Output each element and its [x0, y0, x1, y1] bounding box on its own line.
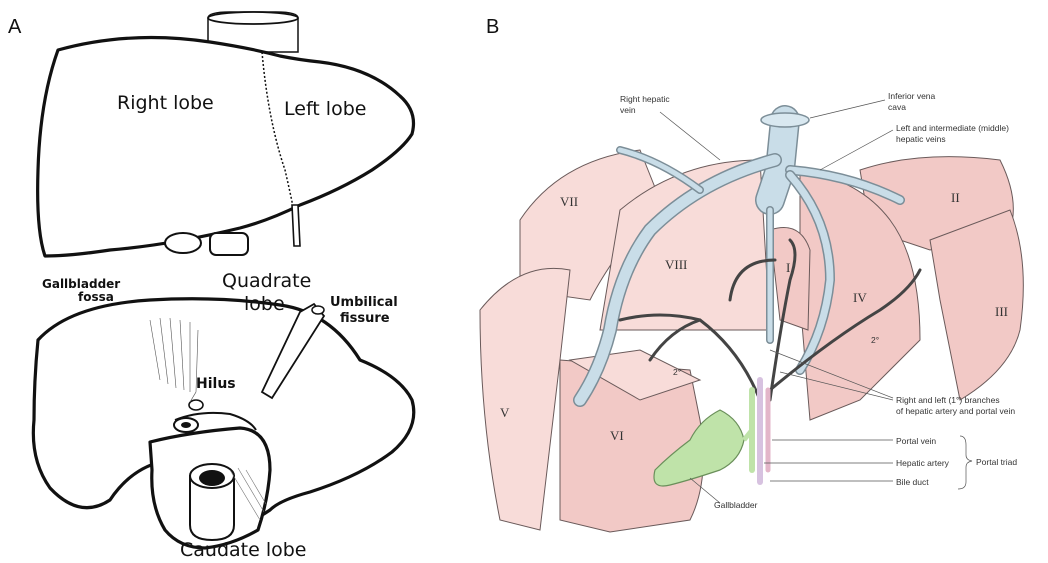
secondary-mark-left: 2°	[673, 367, 681, 377]
liver-visceral-view: Gallbladder fossa Quadrate lobe Umbilica…	[33, 270, 413, 561]
segment-label-iii: III	[995, 304, 1008, 319]
label-portal-triad: Portal triad	[976, 457, 1017, 467]
liver-segments-diagram: II III IV I VIII VII V VI 2° 2°	[480, 113, 1023, 532]
ligamentum-teres	[292, 205, 300, 246]
segment-vi-shape	[480, 268, 570, 530]
secondary-mark-right: 2°	[871, 335, 879, 345]
liver-anterior-view: Right lobe Left lobe	[38, 12, 414, 256]
label-left-intermediate-2: hepatic veins	[896, 134, 946, 144]
label-branches-2: of hepatic artery and portal vein	[896, 406, 1015, 416]
label-ivc-1: Inferior vena	[888, 91, 936, 101]
ivc-visceral	[190, 464, 234, 540]
segment-label-v: VI	[610, 428, 624, 443]
label-hilus: Hilus	[196, 376, 236, 392]
label-quadrate-1: Quadrate	[222, 270, 311, 292]
ivc-opening	[208, 12, 298, 24]
portal-triad-trunk	[752, 380, 768, 482]
label-right-hepatic-vein-1: Right hepatic	[620, 94, 670, 104]
liver-outline-anterior	[38, 38, 414, 257]
segment-label-viii: VIII	[665, 257, 687, 272]
label-ivc-2: cava	[888, 102, 906, 112]
panel-a-letter: A	[8, 16, 22, 38]
label-portal-vein: Portal vein	[896, 436, 936, 446]
segment-label-iv: IV	[853, 290, 867, 305]
label-left-intermediate-1: Left and intermediate (middle)	[896, 123, 1009, 133]
label-umbilical-2: fissure	[340, 311, 390, 326]
label-right-hepatic-vein-2: vein	[620, 105, 636, 115]
label-branches-1: Right and left (1°) branches	[896, 395, 1000, 405]
label-umbilical-1: Umbilical	[330, 295, 398, 310]
label-hepatic-artery: Hepatic artery	[896, 458, 950, 468]
label-left-lobe: Left lobe	[284, 98, 366, 120]
ivc-top-opening	[761, 113, 809, 127]
umbilical-fissure-tip	[312, 306, 324, 314]
segment-iii-shape	[930, 210, 1023, 400]
label-gallbladder: Gallbladder	[714, 500, 758, 510]
segment-label-i: I	[786, 260, 790, 275]
label-gallbladder-fossa-2: fossa	[78, 290, 114, 304]
panel-b-letter: B	[486, 16, 499, 38]
segment-label-ii: II	[951, 190, 960, 205]
label-right-lobe: Right lobe	[117, 92, 214, 114]
label-caudate-lobe: Caudate lobe	[180, 539, 307, 561]
segment-label-vi: V	[500, 405, 510, 420]
label-gallbladder-fossa-1: Gallbladder	[42, 277, 120, 291]
label-quadrate-2: lobe	[244, 293, 285, 315]
label-bile-duct: Bile duct	[896, 477, 929, 487]
segment-label-vii: VII	[560, 194, 578, 209]
